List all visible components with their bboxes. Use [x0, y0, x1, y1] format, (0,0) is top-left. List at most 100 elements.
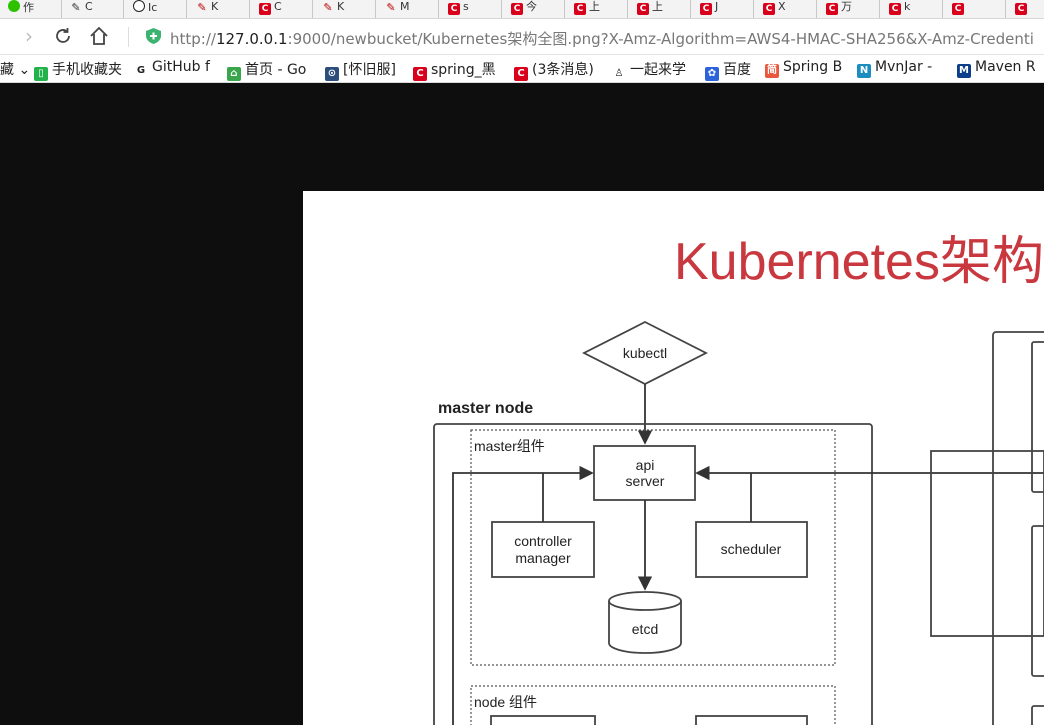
shield-icon[interactable]	[146, 28, 161, 44]
csdn-icon: C	[511, 3, 523, 15]
url-scheme: http://	[170, 30, 216, 48]
csdn-icon: C	[889, 3, 901, 15]
csdn-icon: C	[514, 67, 528, 81]
round-icon: ⊙	[325, 67, 339, 81]
bookmark-label: MvnJar -	[875, 59, 933, 75]
wechat-icon	[8, 0, 20, 12]
bookmark-item[interactable]: 藏 ⌄	[0, 59, 30, 79]
bookmark-label: GitHub f	[152, 59, 210, 75]
bookmark-label: 首页 - Go	[245, 62, 307, 78]
browser-tab[interactable]: ✎K	[188, 0, 250, 18]
browser-tab[interactable]: C	[944, 0, 1006, 18]
reload-icon[interactable]	[50, 23, 76, 49]
bookmark-label: spring_黑	[431, 62, 496, 78]
tab-label: K	[211, 0, 219, 13]
kubectl-label: kubectl	[623, 345, 667, 361]
csdn-icon: C	[826, 3, 838, 15]
bookmark-item[interactable]: ⊙[怀旧服]	[325, 59, 396, 81]
right-connector-box	[930, 450, 1044, 637]
maven-icon: M	[957, 64, 971, 78]
tab-label: 今	[526, 0, 537, 13]
bookmark-item[interactable]: ✿百度	[705, 59, 751, 81]
feather-icon: ✎	[386, 1, 396, 14]
mvnjar-icon: N	[857, 64, 871, 78]
browser-tab[interactable]: ✎M	[377, 0, 439, 18]
bookmark-label: 一起来学	[630, 62, 686, 78]
tab-label: 上	[652, 0, 663, 13]
bookmark-label: Spring B	[783, 59, 843, 75]
browser-tab[interactable]: 作	[0, 0, 62, 18]
controller-line1: controller	[514, 533, 572, 549]
csdn-icon: C	[413, 67, 427, 81]
tab-label: C	[85, 0, 93, 13]
url-host: 127.0.0.1	[215, 30, 288, 48]
tab-label: K	[337, 0, 345, 13]
bookmark-item[interactable]: ▯ 手机收藏夹	[34, 59, 122, 81]
master-group-label: master组件	[474, 438, 545, 454]
bookmark-item[interactable]: ⌂ 首页 - Go	[227, 59, 306, 81]
etcd-label: etcd	[632, 621, 658, 637]
scheduler-box	[695, 521, 808, 578]
bookmark-item[interactable]: C (3条消息)	[514, 59, 594, 81]
node-group-box	[470, 685, 836, 725]
address-bar: › http://127.0.0.1:9000/newbucket/Kubern…	[0, 19, 1044, 55]
forward-icon[interactable]: ›	[25, 24, 33, 48]
browser-tab[interactable]: Ic	[125, 0, 187, 18]
worker-item-3	[1031, 705, 1044, 725]
worker-node-box	[992, 331, 1044, 725]
csdn-icon: C	[952, 3, 964, 15]
home-icon[interactable]	[86, 23, 112, 49]
node-box-right	[695, 715, 808, 725]
node-group-label: node 组件	[474, 694, 537, 710]
url-path: :9000/newbucket/Kubernetes架构全图.png?X-Amz…	[287, 30, 1034, 48]
bookmark-item[interactable]: ♙一起来学	[612, 59, 686, 81]
browser-tab[interactable]: ✎K	[314, 0, 376, 18]
bookmark-label: Maven R	[975, 59, 1036, 75]
tab-label: 作	[23, 1, 34, 14]
ink-icon: ✎	[71, 1, 81, 14]
bookmark-item[interactable]: N MvnJar -	[857, 59, 932, 78]
api-server-box	[593, 445, 696, 501]
csdn-icon: C	[448, 3, 460, 15]
tab-label: M	[400, 0, 410, 13]
csdn-icon: C	[700, 3, 712, 15]
github-icon	[133, 0, 145, 12]
green-icon: ⌂	[227, 67, 241, 81]
bookmark-label: (3条消息)	[532, 62, 594, 78]
diagram-title: Kubernetes架构	[674, 233, 1044, 291]
browser-tab[interactable]: ✎C	[62, 0, 124, 18]
architecture-diagram: kubectl master node master组件 api server …	[433, 320, 1044, 725]
etcd-body	[608, 601, 682, 654]
master-group-box	[470, 429, 836, 666]
api-server-line2: server	[626, 473, 665, 489]
worker-item-2	[1031, 525, 1044, 677]
url-field[interactable]: http://127.0.0.1:9000/newbucket/Kubernet…	[170, 28, 1034, 49]
tab-label: 上	[589, 0, 600, 13]
master-node-label: master node	[438, 400, 533, 417]
address-separator	[128, 27, 129, 47]
etcd-top	[608, 591, 682, 611]
feather-icon: ✎	[323, 1, 333, 14]
node-box-left	[490, 715, 596, 725]
tab-label: Ic	[148, 1, 158, 14]
bookmark-label: 手机收藏夹	[52, 62, 122, 78]
feather-icon: ✎	[197, 1, 207, 14]
image-viewer: Kubernetes架构 kubectl master node master组…	[303, 191, 1044, 725]
bookmark-item[interactable]: M Maven R	[957, 59, 1036, 78]
phone-icon: ▯	[34, 67, 48, 81]
browser-tab[interactable]: C	[1007, 0, 1044, 18]
tab-label: k	[904, 0, 911, 13]
